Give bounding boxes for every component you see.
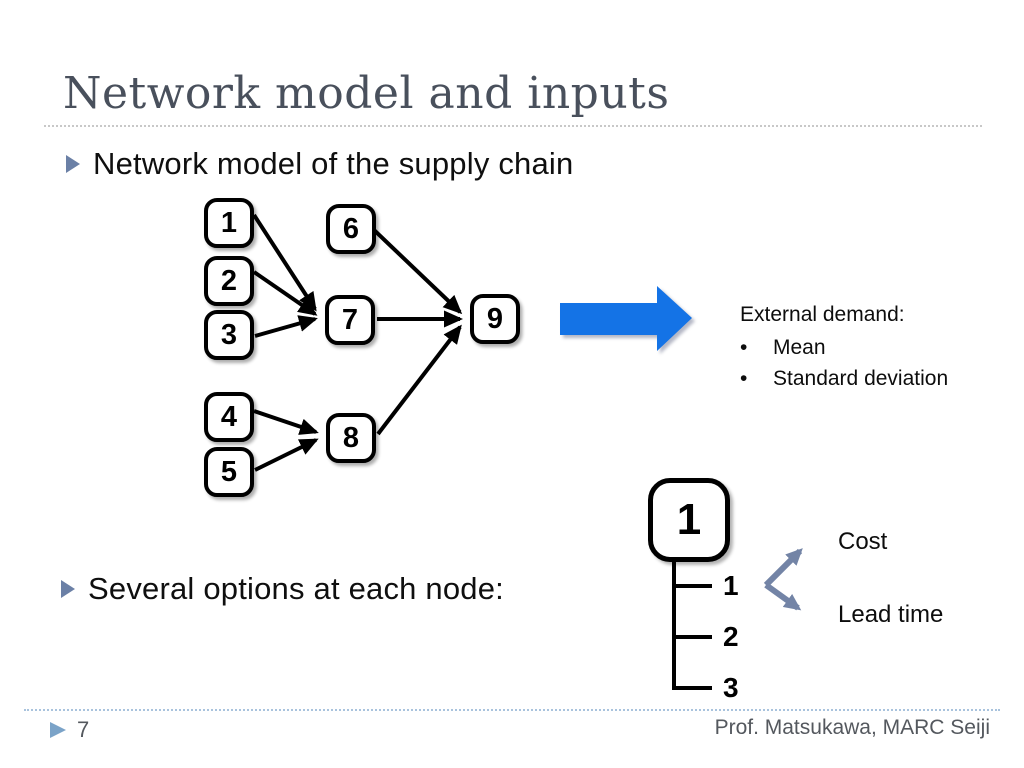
external-demand-item-stdev: Standard deviation (740, 367, 948, 391)
lead-time-label: Lead time (838, 601, 944, 628)
title-divider (44, 125, 982, 127)
edge-6-to-9 (372, 228, 463, 315)
edge-2-to-7 (252, 270, 318, 316)
edge-4-to-8 (253, 409, 319, 435)
bullet-network-model: Network model of the supply chain (66, 146, 573, 182)
node-7: 7 (325, 295, 375, 345)
node-3: 3 (204, 310, 254, 360)
cost-label: Cost (838, 528, 888, 555)
external-demand-heading: External demand: (740, 303, 905, 326)
bullet-triangle-icon (66, 155, 80, 173)
bullet-several-options: Several options at each node: (61, 571, 504, 607)
node-9: 9 (470, 294, 520, 344)
bullet-text-several-options: Several options at each node: (88, 571, 504, 606)
external-demand-item-mean: Mean (740, 336, 948, 360)
option-label-3: 3 (723, 672, 739, 703)
slide-title: Network model and inputs (63, 68, 670, 119)
node-4: 4 (204, 392, 254, 442)
option-label-1: 1 (723, 570, 739, 601)
footer-credit: Prof. Matsukawa, MARC Seiji (714, 716, 990, 739)
footer-triangle-icon (50, 722, 66, 738)
external-demand-block: External demand: Mean Standard deviation (740, 303, 948, 398)
options-tree-lines (672, 559, 712, 690)
option-label-2: 2 (723, 621, 739, 652)
edge-3-to-7 (254, 315, 318, 338)
page-number: 7 (77, 717, 90, 742)
edge-8-to-9 (376, 324, 462, 436)
bullet-triangle-icon (61, 580, 75, 598)
node-2: 2 (204, 256, 254, 306)
node-8: 8 (326, 413, 376, 463)
big-blue-arrow-icon (560, 286, 692, 351)
footer-divider (24, 709, 1000, 711)
bullet-text-network-model: Network model of the supply chain (93, 146, 574, 181)
node-1: 1 (204, 198, 254, 248)
option-node-1: 1 (648, 478, 730, 562)
attribute-arrows-icon (763, 548, 803, 611)
node-5: 5 (204, 447, 254, 497)
edge-1-to-7 (252, 213, 317, 312)
edge-5-to-8 (254, 438, 319, 472)
node-6: 6 (326, 204, 376, 254)
